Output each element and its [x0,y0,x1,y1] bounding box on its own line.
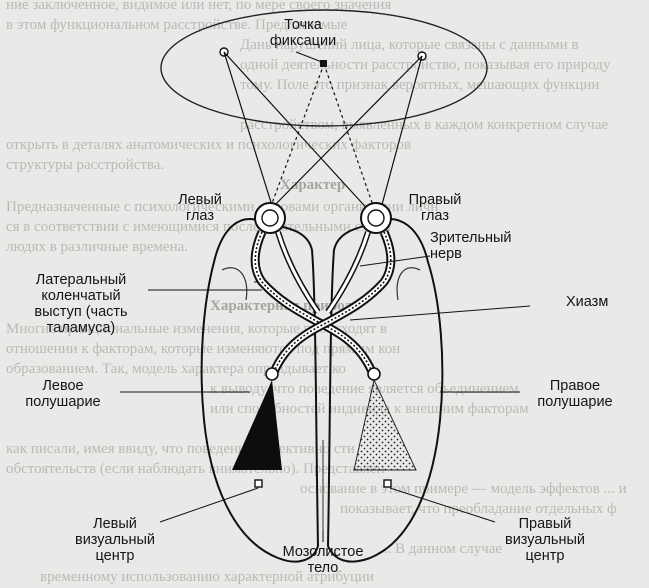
left-sulcus [221,267,248,301]
label-right-hemisphere: Правое полушарие [537,378,613,410]
bg-line: ние заключенное, видимое или нет, по мер… [6,0,392,13]
label-lateral-geniculate: Латеральный коленчатый выступ (часть тал… [34,272,128,336]
leader-lines [120,51,531,542]
left-optic-radiation [232,380,282,470]
light-rays [223,51,423,215]
bg-line: людях в различные времена. [6,239,189,255]
bg-line: временному использованию характерной атр… [40,569,375,585]
bg-line: отношении к факторам, которые изменяются… [6,341,401,357]
right-geniculate-body [367,367,381,381]
left-geniculate-body [265,367,279,381]
optic-tract [250,230,396,374]
right-optic-radiation [353,378,417,471]
bg-line: Многие принципиальные изменения, которые… [6,321,387,337]
bg-line: Предназначенные с психологическими основ… [6,199,439,215]
right-hemisphere-outline [326,218,444,563]
left-hemisphere-outline [200,218,320,563]
label-right-visual-center: Правый визуальный центр [505,516,585,564]
left-visual-center-marker [254,479,263,488]
bg-line: основание в этом примере — модель эффект… [300,481,627,497]
bg-line: образованием. Так, модель характера опра… [6,361,346,377]
fixation-point-marker [320,60,327,67]
label-left-hemisphere: Левое полушарие [25,378,101,410]
right-sulcus [396,267,421,301]
visual-field-ellipse [160,9,488,127]
label-right-eye: Правый глаз [408,192,462,224]
right-eye [360,202,392,234]
bg-line: Дань нарушений лица, которые связаны с д… [240,37,579,53]
label-left-visual-center: Левый визуальный центр [75,516,155,564]
label-corpus-callosum: Мозолистое тело [282,544,364,576]
bg-line: в этом функциональном расстройстве. Пред… [6,17,348,33]
bg-line: структуры расстройства. [6,157,165,173]
bg-heading: Характер [280,177,346,193]
bg-line: открыть в деталях анатомических и психол… [6,137,412,153]
right-visual-center-marker [383,479,392,488]
label-chiasm: Хиазм [566,294,609,310]
bg-line: тому. Поле это признак вероятных, мешающ… [240,77,600,93]
label-left-eye: Левый глаз [178,192,222,224]
bg-line: расстройством, выявленных в каждом конкр… [240,117,609,133]
bg-line: показывает, что преобладание отдельных ф [340,501,617,517]
label-optic-nerve: Зрительный нерв [430,230,512,262]
bg-line: одной деятельности расстройство, показыв… [240,57,611,73]
label-fixation-point: Точка фиксации [269,17,337,49]
bg-line: ... В данном случае [380,541,503,557]
left-eye [254,202,286,234]
bg-line: обстоятельств (если наблюдать внимательн… [6,461,385,477]
